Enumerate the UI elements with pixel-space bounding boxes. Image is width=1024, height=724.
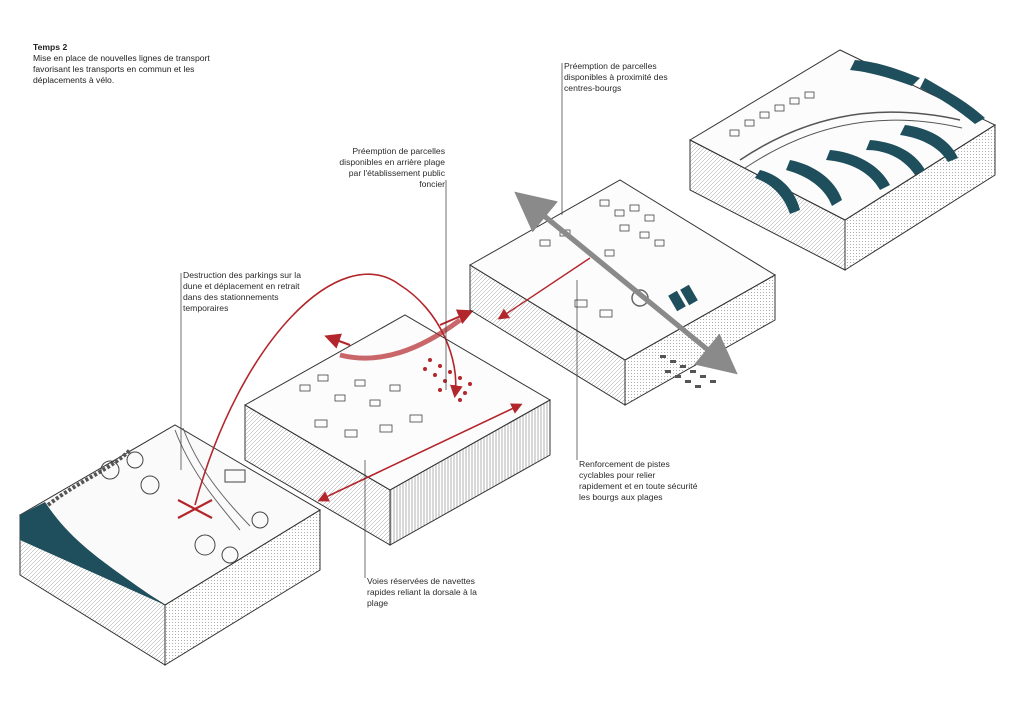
heading-subtitle: Mise en place de nouvelles lignes de tra…	[33, 53, 210, 85]
block-coastal-town	[243, 309, 552, 546]
annotation-parkings: Destruction des parkings sur la dune et …	[183, 270, 301, 313]
annotation-preemption-plage: Préemption de parcelles disponibles en a…	[339, 146, 445, 189]
annotation-pistes-cyclables: Renforcement de pistes cyclables pour re…	[579, 459, 698, 502]
block-dune	[19, 424, 321, 666]
leader-lines	[180, 63, 578, 578]
block-centre-bourg	[469, 179, 776, 406]
annotation-preemption-bourgs: Préemption de parcelles disponibles à pr…	[564, 61, 668, 93]
diagram-heading: Temps 2 Mise en place de nouvelles ligne…	[33, 42, 233, 86]
block-inland	[688, 49, 997, 271]
annotation-navettes: Voies réservées de navettes rapides reli…	[367, 576, 477, 608]
heading-title: Temps 2	[33, 42, 68, 52]
relocation-arc	[194, 273, 463, 506]
